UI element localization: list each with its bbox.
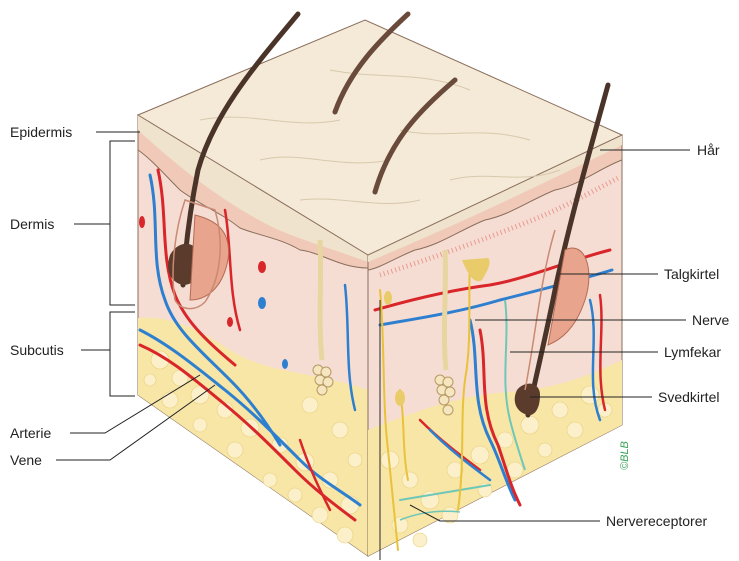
- label-nerve: Nerve: [692, 312, 730, 328]
- label-har: Hår: [697, 142, 720, 158]
- subcutis-bracket: [110, 312, 135, 396]
- label-subcutis: Subcutis: [10, 342, 64, 358]
- left-labels: Epidermis Dermis Subcutis Arterie Vene: [10, 124, 72, 468]
- label-svedkirtel: Svedkirtel: [658, 389, 719, 405]
- dermis-bracket: [110, 141, 135, 305]
- label-nervereceptorer: Nervereceptorer: [606, 513, 707, 529]
- label-arterie: Arterie: [10, 425, 51, 441]
- receptor: [395, 390, 405, 406]
- label-talgkirtel: Talgkirtel: [664, 266, 719, 282]
- receptor: [384, 291, 392, 305]
- label-vene: Vene: [10, 452, 42, 468]
- copyright-credit: ©BLB: [619, 441, 631, 470]
- label-epidermis: Epidermis: [10, 124, 72, 140]
- label-lymfekar: Lymfekar: [664, 344, 721, 360]
- label-dermis: Dermis: [10, 216, 54, 232]
